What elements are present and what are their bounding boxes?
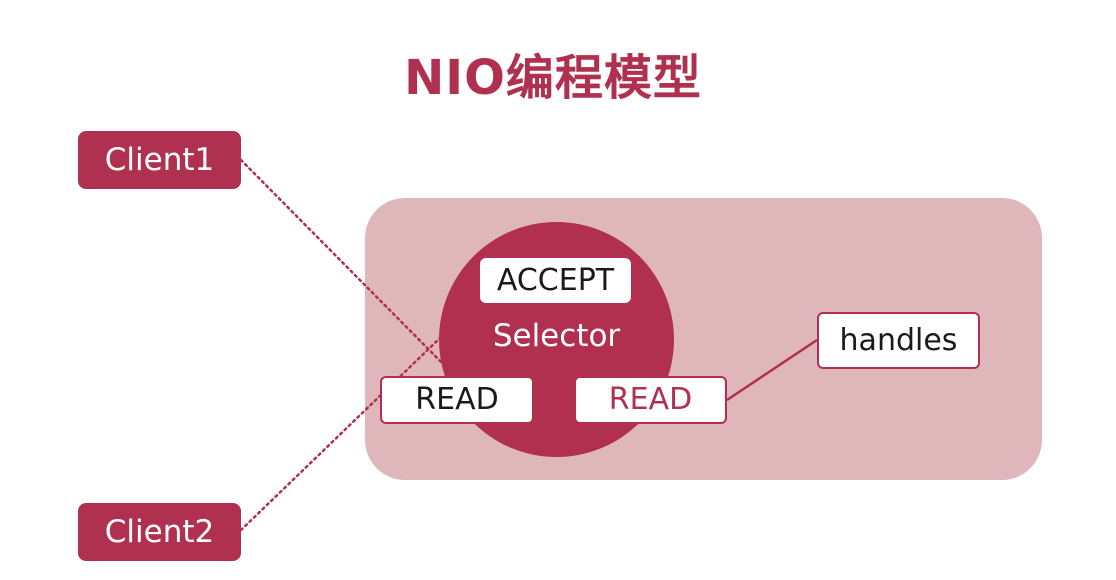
client2-box: Client2 [78, 503, 241, 561]
selector-label: Selector [492, 318, 621, 354]
read-event-chip-left: READ [380, 376, 534, 424]
page-title: NIO编程模型 [404, 50, 702, 106]
accept-event-chip: ACCEPT [480, 258, 631, 303]
client1-to-read-link [239, 158, 457, 378]
read-to-handles-link [726, 338, 818, 402]
client1-box: Client1 [78, 131, 241, 189]
read-event-chip-right: READ [574, 376, 727, 424]
client2-to-selector-link [239, 336, 442, 532]
handles-box: handles [817, 312, 980, 369]
